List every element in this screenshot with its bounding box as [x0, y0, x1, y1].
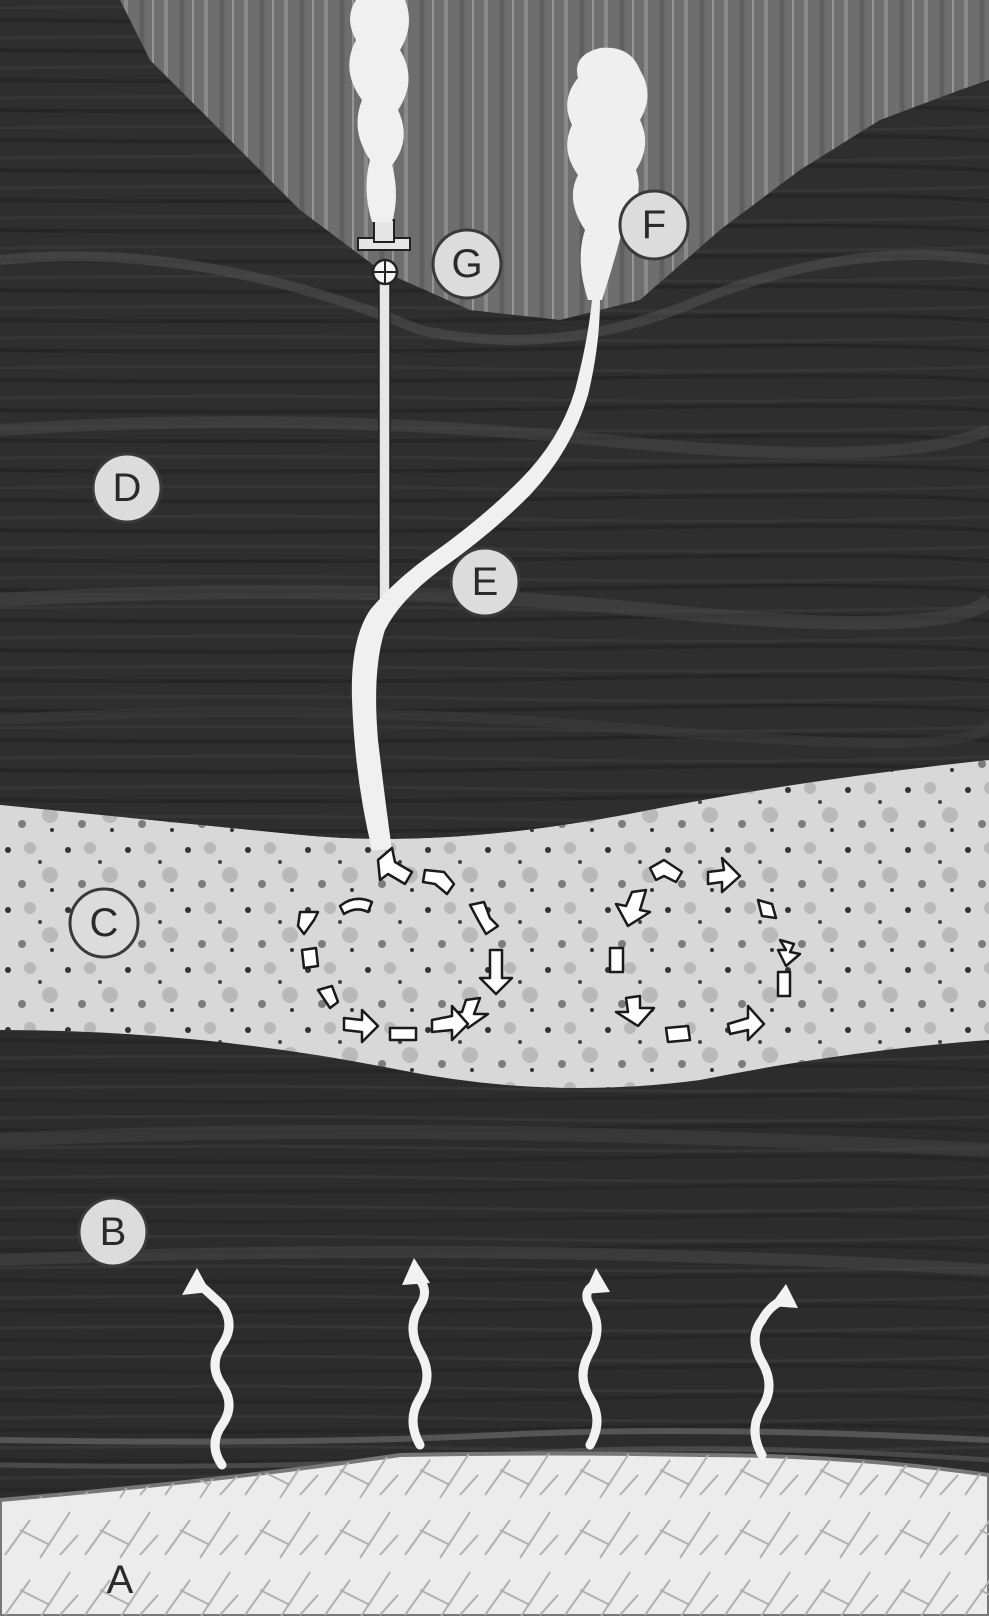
label-a-text: A: [107, 1558, 134, 1602]
valve-icon: [373, 260, 397, 284]
label-g: G: [433, 230, 501, 298]
label-e: E: [451, 548, 519, 616]
label-c-text: C: [90, 901, 119, 945]
label-e-text: E: [472, 560, 499, 604]
label-g-text: G: [451, 242, 482, 286]
label-f-text: F: [642, 203, 666, 247]
label-b: B: [79, 1198, 147, 1266]
label-b-text: B: [100, 1210, 127, 1254]
basement-rock-layer: [0, 1030, 989, 1500]
label-d-text: D: [113, 466, 142, 510]
label-f: F: [620, 191, 688, 259]
label-a: A: [107, 1558, 134, 1602]
label-c: C: [70, 889, 138, 957]
label-d: D: [93, 454, 161, 522]
